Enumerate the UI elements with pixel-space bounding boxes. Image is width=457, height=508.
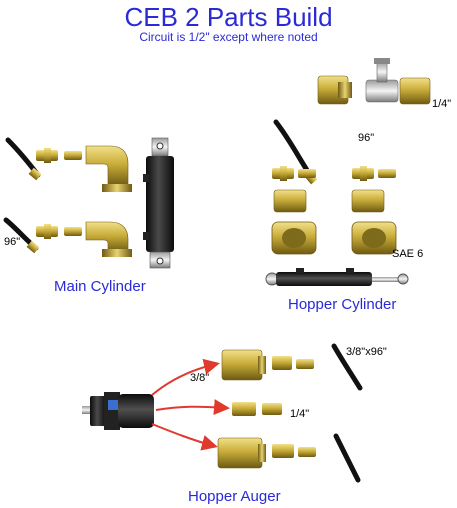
- tee-valve-hopper: [365, 58, 399, 103]
- adapter-hopper-mid-left: [273, 189, 307, 213]
- note-hopper-tee-size: 1/4": [432, 98, 452, 110]
- hose-end-main-lower: [26, 240, 40, 254]
- arrow-to-middle: [155, 399, 230, 416]
- note-hopper-hose-length: 96": [358, 132, 375, 144]
- nut-hopper-left: [271, 221, 317, 255]
- quick-coupler-hopper-left: [272, 166, 316, 181]
- adapter-hopper-mid-right: [351, 189, 385, 213]
- note-auger-top-hose: 3/8"x96": [346, 346, 387, 358]
- adapter-auger-middle: [232, 402, 282, 416]
- note-auger-top-size: 3/8": [190, 372, 210, 384]
- main-cylinder-group: [3, 137, 174, 269]
- elbow-main-upper: [85, 145, 132, 192]
- adapter-hopper-top-left: [317, 75, 352, 105]
- label-hopper-auger: Hopper Auger: [188, 488, 281, 505]
- page-subtitle: Circuit is 1/2" except where noted: [139, 30, 318, 44]
- quick-coupler-main-lower: [36, 224, 58, 239]
- hose-auger-bottom: [333, 433, 361, 483]
- page-title: CEB 2 Parts Build: [124, 2, 333, 32]
- nipple-main-lower: [64, 227, 82, 236]
- label-main-cylinder: Main Cylinder: [54, 278, 146, 295]
- hose-end-main-upper: [28, 167, 42, 181]
- hopper-cylinder-group: [265, 58, 431, 286]
- hopper-hydraulic-cylinder: [265, 268, 409, 286]
- adapter-auger-top: [221, 349, 266, 381]
- quick-coupler-main-upper: [36, 148, 58, 163]
- quick-coupler-hopper-right: [352, 166, 396, 181]
- coupler-auger-bottom: [272, 444, 316, 458]
- hose-auger-top: [331, 343, 363, 391]
- note-main-hose-length: 96": [4, 236, 21, 248]
- nut-hopper-right: [351, 221, 397, 255]
- coupler-auger-top: [272, 356, 314, 370]
- elbow-main-lower: [85, 221, 132, 257]
- nipple-main-upper: [64, 151, 82, 160]
- label-hopper-cylinder: Hopper Cylinder: [288, 296, 397, 313]
- adapter-hopper-top-right: [399, 77, 431, 105]
- adapter-auger-bottom: [217, 437, 266, 469]
- hopper-auger-group: [82, 343, 363, 483]
- note-auger-mid-size: 1/4": [290, 408, 310, 420]
- main-hydraulic-cylinder: [143, 137, 174, 269]
- arrow-to-bottom: [151, 423, 218, 451]
- note-hopper-fitting: SAE 6: [392, 248, 424, 260]
- auger-hydraulic-motor: [82, 392, 154, 430]
- arrow-to-top: [151, 358, 220, 396]
